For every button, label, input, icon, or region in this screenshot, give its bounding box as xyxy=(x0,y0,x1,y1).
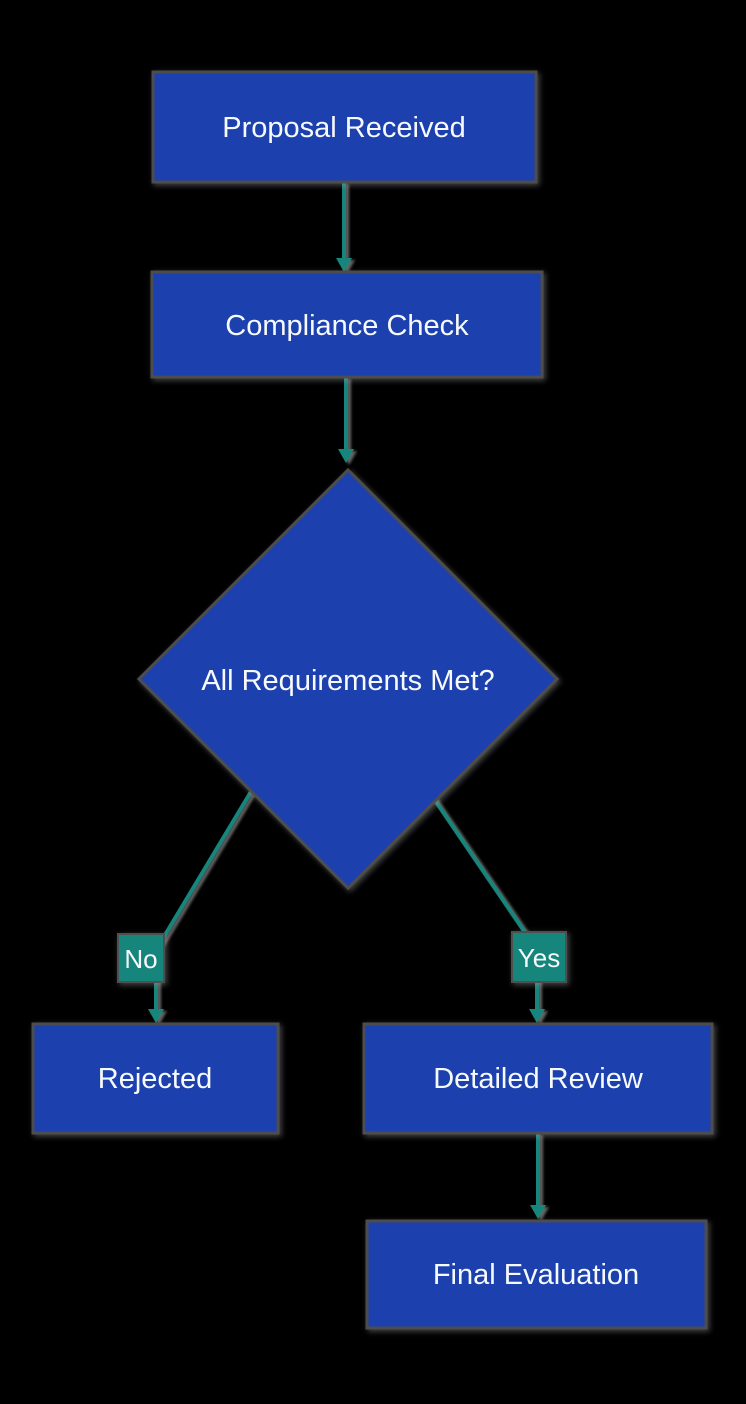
node-label-compliance-check: Compliance Check xyxy=(225,310,469,342)
edge-decision-to-rejected xyxy=(154,788,254,1012)
node-compliance-check xyxy=(150,270,544,379)
edge-label-yes-chip xyxy=(511,931,567,983)
node-rejected xyxy=(31,1022,280,1135)
node-label-proposal-received: Proposal Received xyxy=(222,112,465,144)
node-label-all-requirements-met: All Requirements Met? xyxy=(201,665,494,697)
arrowhead-icon xyxy=(336,258,352,272)
edge-labels-layer xyxy=(117,931,567,983)
node-decision-all-requirements-met xyxy=(136,467,560,891)
edge-label-no-chip xyxy=(117,933,165,983)
edge-label-yes: Yes xyxy=(518,943,560,973)
nodes-layer xyxy=(31,70,714,1330)
arrowhead-icon xyxy=(530,1205,546,1219)
node-label-final-evaluation: Final Evaluation xyxy=(433,1259,639,1291)
arrowhead-icon xyxy=(338,449,354,463)
node-detailed-review xyxy=(362,1022,714,1135)
arrowhead-icon xyxy=(529,1009,545,1023)
node-final-evaluation xyxy=(365,1219,708,1330)
node-label-rejected: Rejected xyxy=(98,1063,212,1095)
node-label-detailed-review: Detailed Review xyxy=(433,1063,644,1095)
node-proposal-received xyxy=(151,70,538,184)
arrowhead-icon xyxy=(148,1009,164,1023)
edge-label-no: No xyxy=(124,944,157,974)
text-layer: Proposal Received Compliance Check All R… xyxy=(98,112,644,1291)
